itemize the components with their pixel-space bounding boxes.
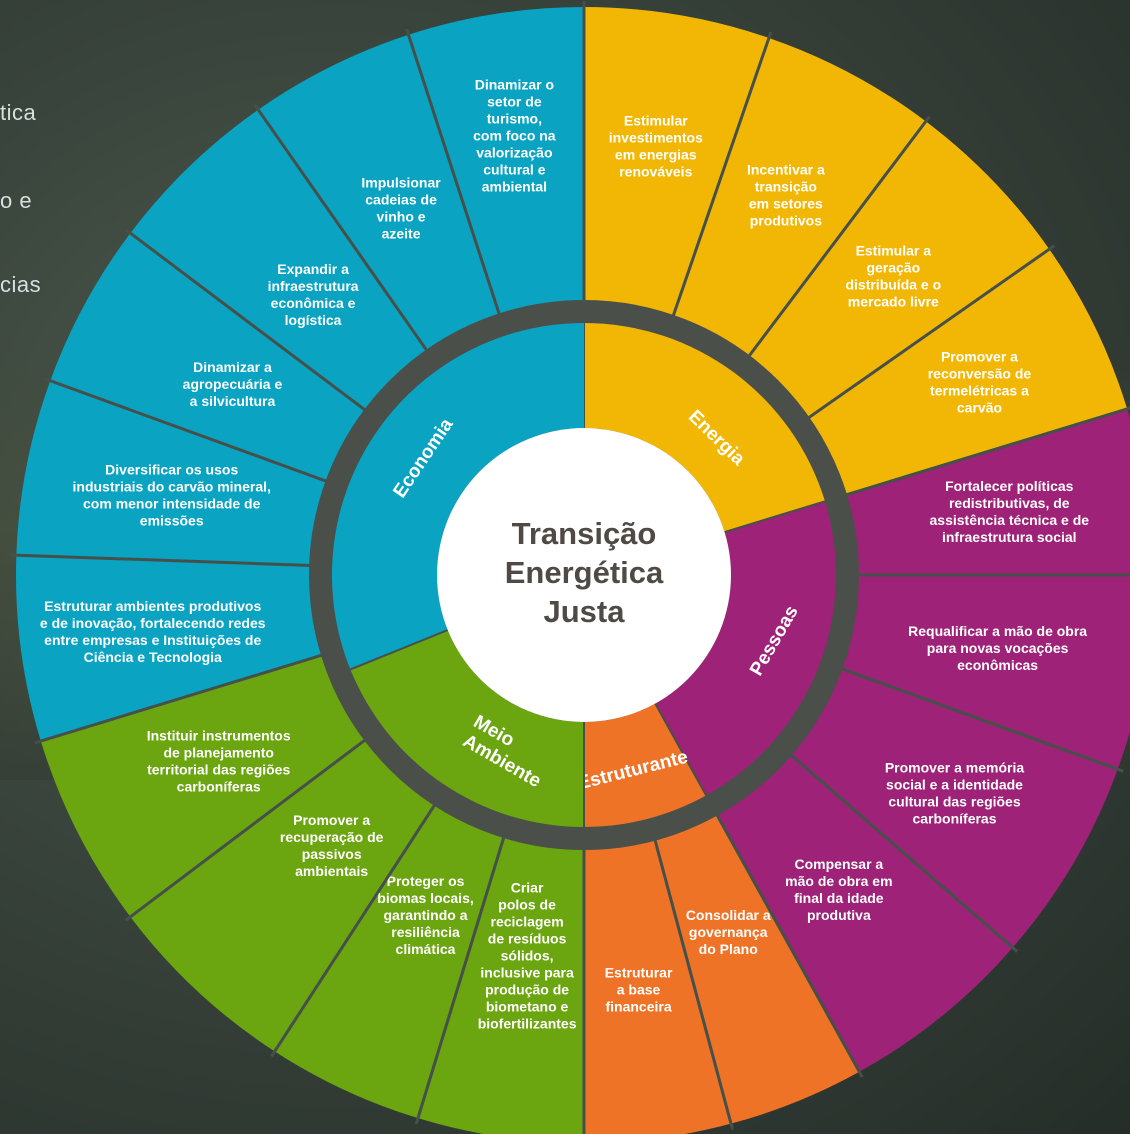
segment-divider xyxy=(824,406,1130,503)
segment-divider xyxy=(414,815,512,1125)
category-sector-estruturante xyxy=(584,703,707,827)
segment-divider xyxy=(704,794,864,1078)
segment-divider xyxy=(253,103,441,370)
segment-vinho-azeite xyxy=(258,34,507,369)
segment-agropecuaria xyxy=(50,233,383,489)
inner-ring-border xyxy=(309,300,859,850)
segment-ambientes-produtivos xyxy=(15,555,344,742)
segment-divider xyxy=(664,31,773,338)
side-text-fragment: o e xyxy=(0,188,33,213)
side-text-fragment: cias xyxy=(0,272,42,297)
segment-turismo xyxy=(408,7,584,336)
segment-divider xyxy=(270,785,449,1058)
segment-dividers xyxy=(10,1,1130,1134)
segment-divider xyxy=(44,377,348,491)
segment-recuperacao-passivos xyxy=(130,726,447,1052)
category-sector-energia xyxy=(584,323,825,533)
segment-reconversao-termeletricas xyxy=(790,249,1128,502)
category-divider xyxy=(349,629,449,671)
segment-divider xyxy=(405,28,508,336)
center-disc xyxy=(437,428,731,722)
category-sector-pessoas xyxy=(655,501,836,796)
segment-politicas-redistributivas xyxy=(824,408,1130,575)
segment-divider xyxy=(734,115,931,375)
category-sector-economia xyxy=(331,323,584,670)
segment-divider xyxy=(789,244,1056,432)
segment-infraestrutura-economica xyxy=(130,109,440,424)
segment-memoria-social xyxy=(774,661,1118,948)
segment-estimular-investimentos xyxy=(584,7,769,337)
segment-proteger-biomas xyxy=(274,786,511,1119)
segment-polos-reciclagem xyxy=(417,815,584,1134)
segment-usos-carvao xyxy=(16,380,348,567)
segment-geracao-distribuida xyxy=(735,121,1050,431)
side-text-fragment: tica xyxy=(0,100,37,125)
segment-divider xyxy=(10,553,333,568)
category-ring: EnergiaPessoasEstruturanteMeioAmbienteEc… xyxy=(331,323,836,827)
segment-estruturar-base-financeira xyxy=(584,818,732,1134)
category-sector-meio-ambiente xyxy=(350,630,584,827)
category-divider xyxy=(654,703,708,796)
segment-divider xyxy=(124,725,384,922)
segment-incentivar-transicao xyxy=(666,37,926,374)
segment-divider xyxy=(773,739,1019,953)
segment-compensar-mao-de-obra xyxy=(706,740,1013,1072)
category-divider xyxy=(724,500,826,533)
segment-divider xyxy=(34,647,344,745)
segment-divider xyxy=(647,818,735,1130)
segment-divider xyxy=(820,659,1124,773)
segment-requalificar-mao-de-obra xyxy=(820,575,1130,770)
segment-consolidar-governanca xyxy=(649,795,860,1124)
segment-divider xyxy=(124,228,384,425)
